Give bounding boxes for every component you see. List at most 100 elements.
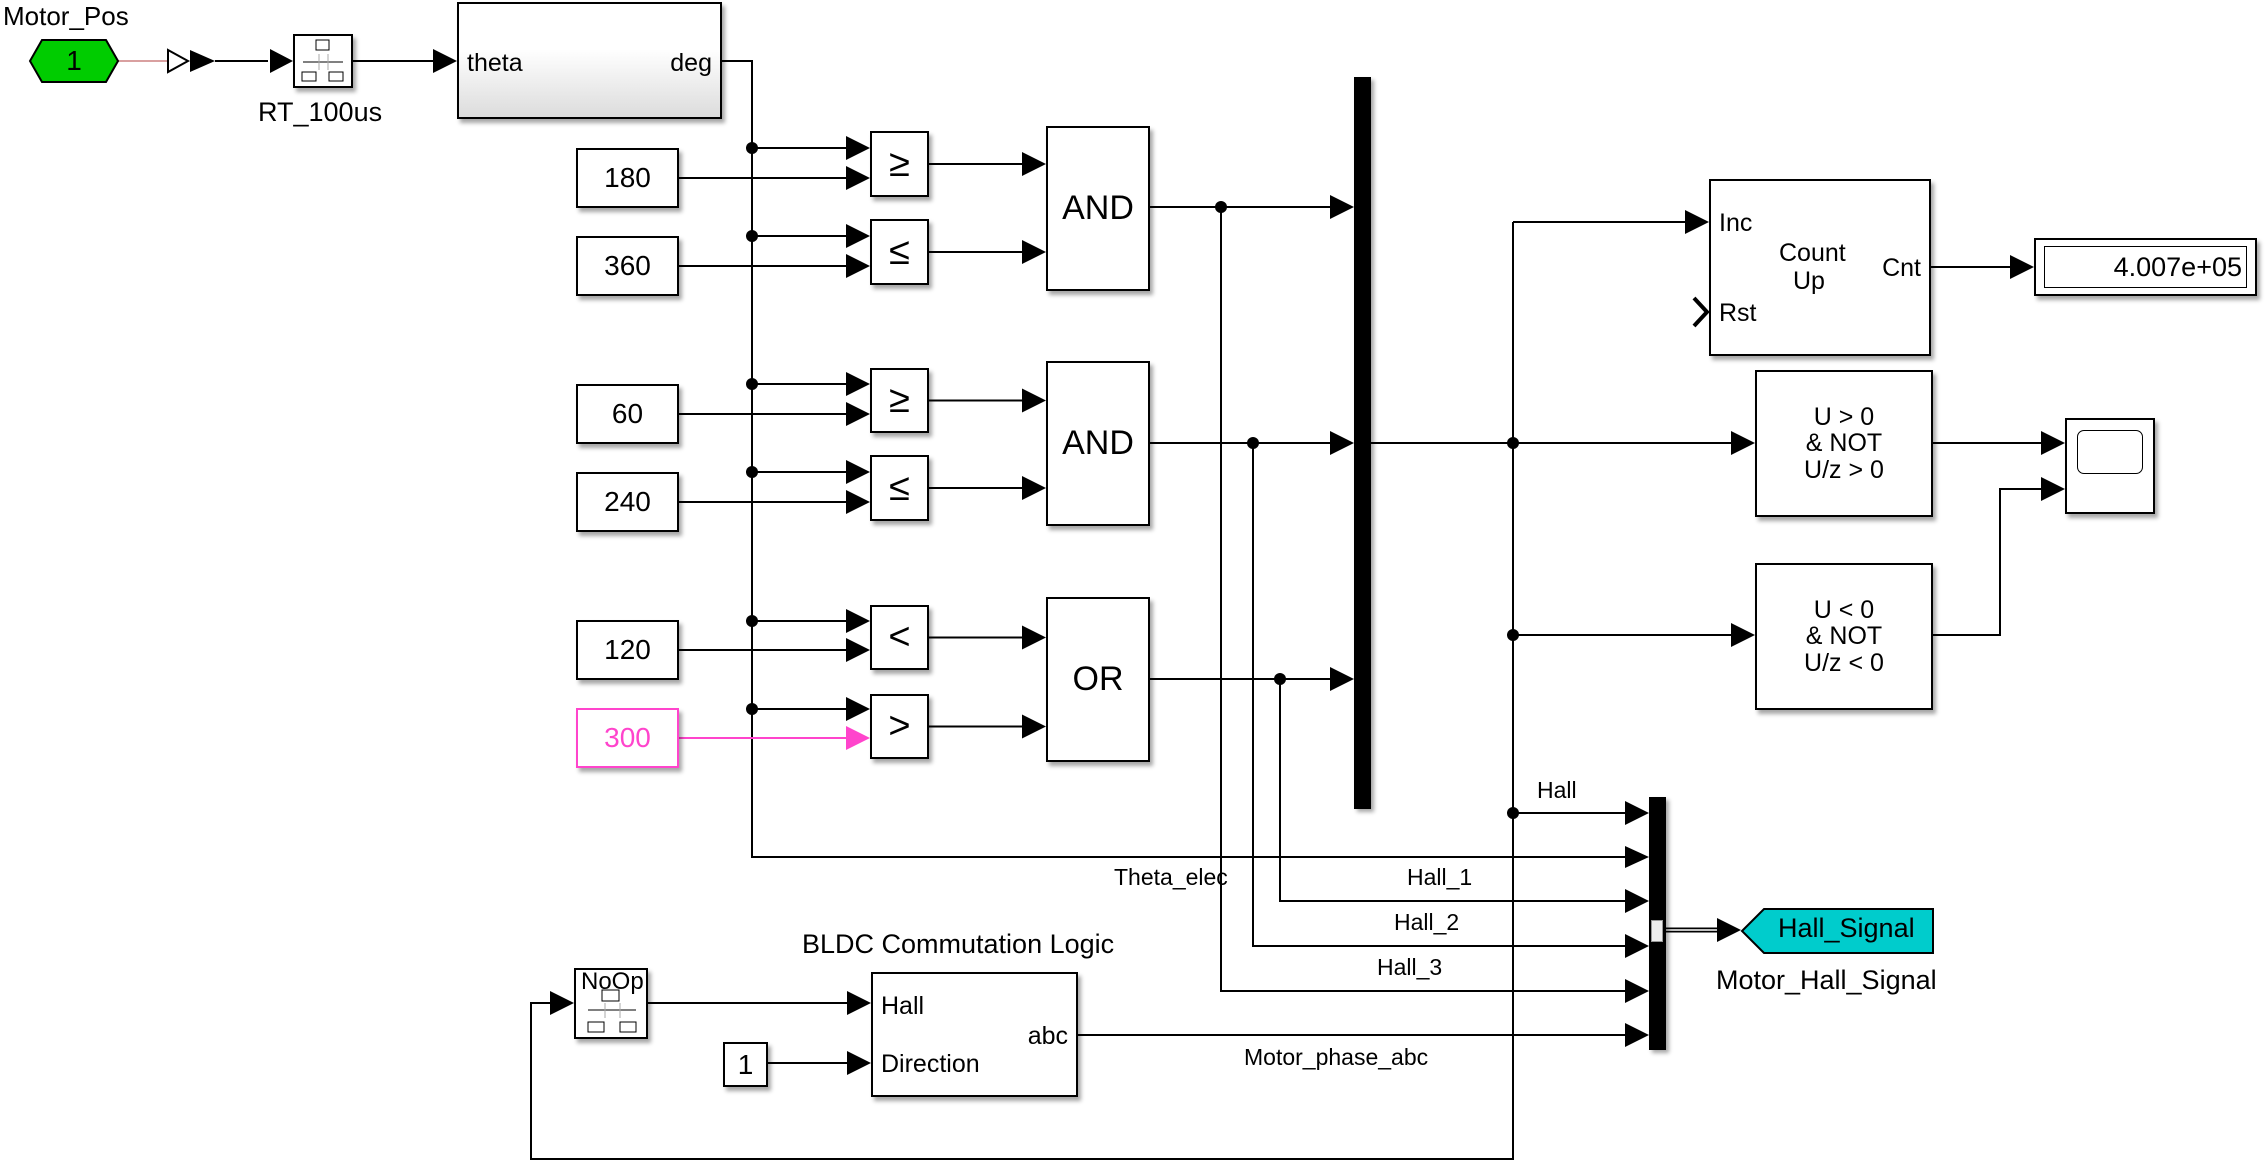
relational-operator-symbol: ≤	[889, 230, 910, 273]
arrow-icon	[846, 609, 870, 633]
wire-hall-bit	[1220, 207, 1625, 992]
branch-point	[746, 142, 758, 154]
relational-operator-block[interactable]: ≥	[870, 131, 929, 197]
arrow-icon	[1625, 1023, 1649, 1047]
logical-operator-block[interactable]: AND	[1046, 126, 1150, 291]
display-block[interactable]: 4.007e+05	[2034, 238, 2257, 296]
logical-operator-label: OR	[1072, 660, 1124, 698]
arrow-icon	[1625, 979, 1649, 1003]
counter-title-line2: Up	[1793, 267, 1825, 295]
branch-point	[746, 615, 758, 627]
relational-operator-block[interactable]: <	[870, 605, 929, 670]
counter-rst-port: Rst	[1719, 299, 1757, 327]
arrow-icon	[2041, 431, 2065, 455]
detect-increase-block[interactable]: U > 0 & NOT U/z > 0	[1755, 370, 1933, 517]
subsystem-out-port-label: deg	[670, 49, 712, 77]
logical-operator-block[interactable]: OR	[1046, 597, 1150, 762]
detect-increase-line2: & NOT	[1805, 429, 1883, 458]
open-arrow-icon	[167, 48, 191, 74]
display-value: 4.007e+05	[2044, 246, 2247, 288]
bldc-commutation-block[interactable]: Hall Direction abc	[871, 972, 1078, 1097]
rate-transition-icon	[587, 989, 637, 1033]
constant-value: 360	[604, 250, 651, 281]
signal-label-hall: Hall	[1537, 777, 1577, 803]
arrow-icon	[846, 166, 870, 190]
scope-block[interactable]	[2065, 418, 2155, 514]
counter-cnt-port: Cnt	[1882, 254, 1921, 282]
signal-label-hall-3: Hall_3	[1377, 954, 1443, 980]
relational-operator-block[interactable]: ≥	[870, 368, 929, 433]
bldc-hall-port: Hall	[881, 992, 925, 1020]
inport-number: 1	[66, 45, 82, 76]
wire	[1933, 488, 2041, 636]
constant-block[interactable]: 360	[576, 236, 679, 296]
relational-operator-symbol: ≤	[889, 466, 910, 509]
direction-constant-value: 1	[737, 1048, 754, 1080]
constant-block[interactable]: 60	[576, 384, 679, 444]
bldc-abc-port: abc	[1027, 1022, 1068, 1050]
arrow-icon	[846, 726, 870, 750]
detect-decrease-block[interactable]: U < 0 & NOT U/z < 0	[1755, 563, 1933, 710]
arrow-icon	[846, 638, 870, 662]
detect-increase-line1: U > 0	[1813, 403, 1875, 432]
arrow-icon	[1022, 476, 1046, 500]
scope-screen-icon	[2077, 430, 2143, 474]
arrow-icon	[846, 402, 870, 426]
relational-operator-symbol: >	[888, 705, 911, 747]
arrow-icon	[1330, 431, 1354, 455]
arrow-icon	[1022, 152, 1046, 176]
arrow-icon	[1731, 623, 1755, 647]
detect-increase-line3: U/z > 0	[1804, 455, 1884, 484]
arrow-icon	[1330, 195, 1354, 219]
bus-creator-block[interactable]	[1649, 797, 1666, 1050]
noop-rate-transition-block[interactable]: NoOp	[574, 968, 648, 1039]
arrow-icon	[846, 372, 870, 396]
arrow-icon	[846, 490, 870, 514]
arrow-icon	[2041, 477, 2065, 501]
arrow-icon	[1717, 918, 1741, 942]
rate-transition-icon	[301, 39, 344, 82]
arrow-icon	[1022, 714, 1046, 739]
relational-operator-block[interactable]: ≤	[870, 219, 929, 285]
inport-label: Motor_Pos	[3, 1, 129, 31]
constant-value: 120	[604, 634, 651, 665]
arrow-icon	[1022, 625, 1046, 650]
bldc-title: BLDC Commutation Logic	[802, 929, 1115, 959]
goto-block[interactable]	[1738, 906, 1938, 958]
detect-decrease-line1: U < 0	[1813, 596, 1875, 625]
constant-block[interactable]: 120	[576, 620, 679, 680]
arrow-icon	[1330, 667, 1354, 691]
direction-constant[interactable]: 1	[723, 1042, 768, 1087]
counter-inc-port: Inc	[1719, 209, 1753, 237]
logical-operator-block[interactable]: AND	[1046, 361, 1150, 526]
constant-block[interactable]: 240	[576, 472, 679, 532]
signal-label-hall-1: Hall_1	[1407, 864, 1473, 890]
constant-block[interactable]: 180	[576, 148, 679, 208]
noop-label: NoOp	[581, 968, 644, 995]
branch-point	[746, 378, 758, 390]
constant-value: 60	[611, 398, 644, 429]
inport-block[interactable]	[28, 38, 122, 86]
constant-value: 180	[604, 162, 651, 193]
arrow-icon	[847, 991, 871, 1015]
angle-conversion-subsystem[interactable]: theta deg	[457, 2, 722, 119]
arrow-icon	[846, 136, 870, 160]
relational-operator-block[interactable]: >	[870, 694, 929, 759]
arrow-icon	[1625, 889, 1649, 913]
arrow-icon	[550, 991, 574, 1015]
wire-hall-bit	[1252, 443, 1625, 947]
arrow-icon	[1625, 801, 1649, 825]
arrow-icon	[1022, 388, 1046, 413]
rate-transition-block[interactable]	[293, 34, 353, 88]
arrow-icon	[846, 697, 870, 721]
signal-label-motor-phase-abc: Motor_phase_abc	[1244, 1044, 1429, 1070]
mux-block[interactable]	[1354, 77, 1371, 809]
relational-operator-block[interactable]: ≤	[870, 455, 929, 521]
logical-operator-label: AND	[1062, 189, 1134, 227]
arrow-icon	[1685, 210, 1709, 234]
arrow-icon	[1731, 431, 1755, 455]
constant-block[interactable]: 300	[576, 708, 679, 768]
counter-block[interactable]: Inc Rst Count Up Cnt	[1709, 179, 1931, 356]
relational-operator-symbol: ≥	[889, 142, 910, 185]
